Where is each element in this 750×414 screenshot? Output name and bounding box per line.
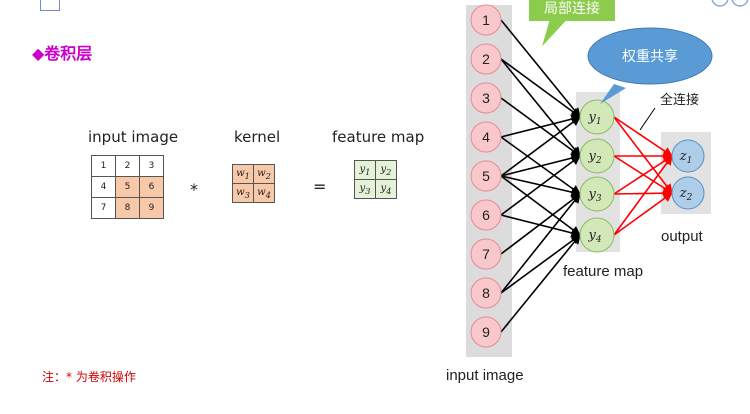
svg-text:7: 7 [482,246,490,262]
top-left-frame-fragment [40,0,60,11]
local-connection-callout [527,0,617,51]
local-edge [500,97,581,157]
output-nodes: z1 z2 [671,139,705,210]
weight-sharing-label: 权重共享 [622,48,678,65]
equals-operator: = [313,177,327,196]
local-edge [500,214,581,238]
local-connection-label: 局部连接 [544,0,600,17]
svg-text:z1: z1 [679,149,693,166]
matrix-cell-highlighted: 6 [139,176,164,198]
input-image-network-label: input image [446,367,524,384]
local-edge [500,58,581,118]
footnote: 注：* 为卷积操作 [42,370,136,384]
output-node: z2 [671,176,705,210]
input-image-matrix: 1 2 3 4 5 6 7 8 9 [91,155,164,219]
svg-text:y4: y4 [587,228,601,245]
local-edge [500,193,581,255]
input-node: 6 [470,199,502,231]
kernel-cell-w4: w4 [253,183,275,203]
local-edge [500,175,581,236]
feature-map-node: y1 [579,99,615,135]
input-node: 7 [470,238,502,270]
full-connection-edge [613,116,673,194]
local-edge [500,19,581,118]
feature-map-matrix: y1 y2 y3 y4 [354,160,397,199]
kernel-matrix: w1 w2 w3 w4 [232,164,275,203]
full-connection-pointer [639,107,656,131]
input-node: 8 [470,277,502,309]
svg-text:2: 2 [482,51,490,67]
full-connection-label: 全连接 [660,92,699,108]
feature-cell-y2: y2 [375,160,397,180]
local-edge [500,116,581,177]
svg-text:y2: y2 [587,149,601,166]
full-connection-edge [613,155,673,236]
kernel-label: kernel [234,128,281,146]
svg-text:y1: y1 [587,110,601,127]
convolution-operator: * [190,180,198,199]
kernel-cell-w1: w1 [232,164,254,184]
svg-text:9: 9 [482,324,490,340]
full-connection-edge [613,116,673,157]
full-connection-edge [613,188,673,198]
input-node: 1 [470,4,502,36]
feature-map-node: y2 [579,138,615,174]
matrix-cell: 3 [139,155,164,177]
input-image-label: input image [88,128,179,146]
svg-text:z2: z2 [679,186,693,203]
full-connection-edge [613,192,673,236]
local-edge [500,175,581,197]
section-title: ◆卷积层 [32,44,93,63]
weight-sharing-bubble [587,27,713,85]
partial-icon-right [731,0,749,7]
input-node: 9 [470,316,502,348]
feature-cell-y1: y1 [354,160,376,180]
local-edge [500,234,581,333]
input-node: 3 [470,82,502,114]
input-node: 2 [470,43,502,75]
svg-text:6: 6 [482,207,490,223]
output-node: z1 [671,139,705,173]
svg-text:4: 4 [482,129,490,145]
feature-map-node: y4 [579,217,615,253]
local-edge [500,193,581,294]
feature-map-node: y3 [579,176,615,212]
svg-text:5: 5 [482,168,490,184]
matrix-cell-highlighted: 9 [139,197,164,219]
input-node: 4 [470,121,502,153]
svg-text:8: 8 [482,285,490,301]
full-connection-edges [613,116,673,236]
local-edge [500,234,581,294]
matrix-cell-highlighted: 5 [115,176,140,198]
feature-map-network-label: feature map [563,263,643,280]
output-label: output [661,228,704,245]
hidden-nodes: y1 y2 y3 y4 [579,99,615,253]
svg-text:1: 1 [482,12,490,28]
weight-sharing-bubble-tail [600,84,626,104]
feature-map-label: feature map [332,128,425,146]
partial-icon-left [711,0,729,7]
matrix-cell-highlighted: 8 [115,197,140,219]
input-node: 5 [470,160,502,192]
local-edge [500,58,581,157]
local-connection-edges [500,19,581,333]
kernel-cell-w2: w2 [253,164,275,184]
feature-cell-y4: y4 [375,179,397,199]
full-connection-edge [613,155,673,195]
svg-text:3: 3 [482,90,490,106]
svg-text:y3: y3 [587,187,601,204]
local-edge [500,136,581,195]
input-nodes: 1 2 3 4 5 6 7 8 9 [470,4,502,348]
